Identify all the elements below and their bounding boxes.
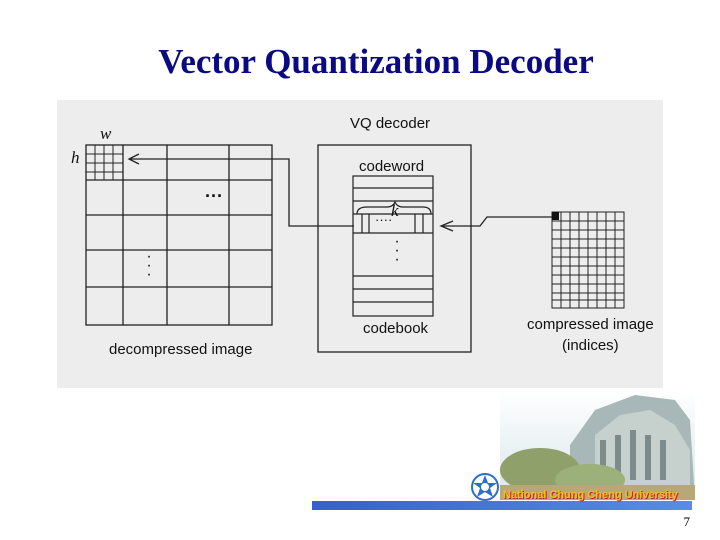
label-w: w: [100, 124, 112, 143]
horizontal-ellipsis: ···: [205, 186, 223, 206]
selected-index-cell: [552, 212, 559, 220]
codeword-row-ellipsis: ····: [375, 212, 393, 227]
label-k: k: [391, 201, 399, 220]
grid-gap-vertical: [127, 252, 165, 285]
compressed-image-grid: [551, 211, 625, 309]
page-title: Vector Quantization Decoder: [158, 42, 594, 81]
label-codebook: codebook: [363, 320, 429, 337]
label-vq-decoder: VQ decoder: [350, 115, 431, 132]
vq-decoder-diagram: [85, 144, 625, 353]
label-compressed-image: compressed image: [527, 316, 654, 333]
codebook-vertical-ellipsis: ···: [394, 233, 400, 268]
university-name: National Chung Cheng University: [503, 489, 678, 501]
decompressed-image-grid: [85, 144, 273, 326]
arrow-to-block: [127, 153, 177, 165]
label-decompressed-image: decompressed image: [109, 341, 253, 358]
vertical-ellipsis: ···: [146, 248, 152, 283]
vq-decoder-box: [317, 144, 472, 353]
label-indices: (indices): [562, 337, 619, 354]
university-building-image: [500, 390, 695, 500]
index-arrow-line: [443, 216, 552, 227]
page-number: 7: [683, 514, 691, 529]
k-brace: [356, 200, 432, 215]
footer-accent-bar: [312, 501, 692, 510]
codebook-table: [352, 175, 434, 317]
index-arrow-head: [439, 220, 454, 232]
diagram-panel: w h VQ decoder codeword k ···· ··· ··· ·…: [57, 100, 663, 388]
grid-gap-horizontal: [197, 184, 227, 214]
university-seal-logo: [471, 473, 499, 501]
block-subgrid: [86, 145, 123, 180]
label-codeword: codeword: [359, 158, 425, 175]
label-h: h: [71, 148, 80, 167]
decoder-output-line: [177, 158, 354, 227]
